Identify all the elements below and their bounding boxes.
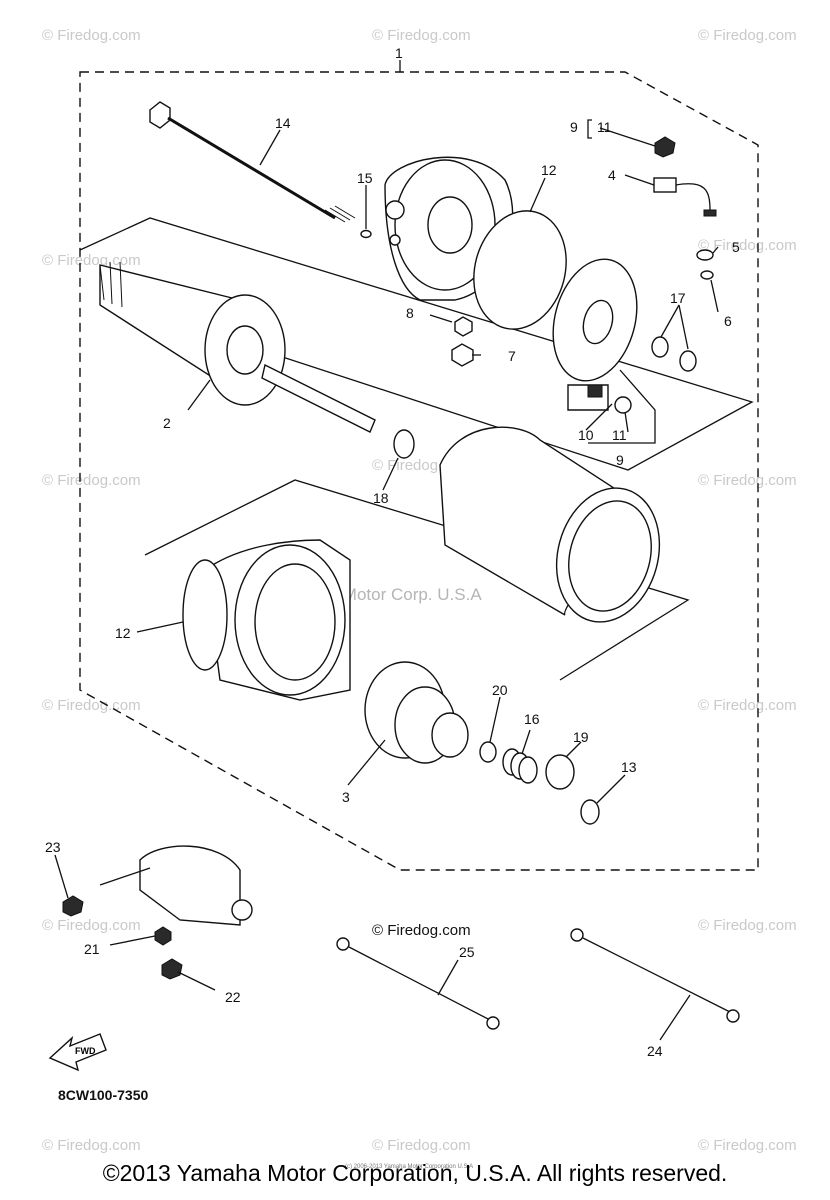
callout-12-top: 12 — [541, 162, 557, 178]
callout-9-top: 9 — [570, 119, 578, 135]
callout-4: 4 — [608, 167, 616, 183]
bracket-mark — [587, 119, 592, 139]
o-ring — [360, 229, 372, 239]
callout-3: 3 — [342, 789, 350, 805]
nut-8 — [454, 316, 473, 337]
brush-holder — [567, 384, 632, 414]
front-cover — [204, 539, 351, 701]
callout-10: 10 — [578, 427, 594, 443]
callout-18: 18 — [373, 490, 389, 506]
callout-11-top: 11 — [597, 119, 612, 135]
through-bolt — [149, 101, 356, 223]
callout-24: 24 — [647, 1043, 663, 1059]
callout-1: 1 — [395, 45, 403, 61]
watermark: © Firedog.com — [372, 27, 471, 44]
watermark: © Firedog.com — [698, 917, 797, 934]
screw-11-top — [654, 136, 676, 158]
spring-16 — [502, 748, 538, 784]
callout-13: 13 — [621, 759, 637, 775]
brush-plate — [552, 258, 638, 382]
watermark: © Firedog.com — [698, 1137, 797, 1154]
clip-13 — [580, 799, 600, 825]
bolt-22 — [161, 958, 183, 980]
callout-8: 8 — [406, 305, 414, 321]
nut-7 — [451, 343, 474, 367]
diagram-code: 8CW100-7350 — [58, 1087, 148, 1103]
callout-11-bottom: 11 — [612, 427, 627, 443]
circlip-20 — [479, 741, 497, 763]
watermark: © Firedog.com — [698, 237, 797, 254]
yoke-housing — [439, 426, 661, 623]
callout-6: 6 — [724, 313, 732, 329]
callout-2: 2 — [163, 415, 171, 431]
watermark: © Firedog.com — [42, 472, 141, 489]
collar-19 — [545, 754, 575, 790]
callout-25: 25 — [459, 944, 475, 960]
armature — [99, 261, 376, 433]
callout-7: 7 — [508, 348, 516, 364]
callout-12-lower: 12 — [115, 625, 131, 641]
cable-24 — [570, 928, 740, 1023]
leader-lines — [54, 60, 719, 1041]
watermark: © Firedog.com — [42, 697, 141, 714]
callout-labels: 1 2 3 4 5 6 7 8 9 9 10 11 11 12 12 13 14… — [45, 45, 740, 1059]
watermark: © Firedog.com — [698, 697, 797, 714]
watermark: © Firedog.com — [42, 1137, 141, 1154]
tiny-notice: (c) 2006-2013 Yamaha Motor Corporation U… — [345, 1164, 473, 1170]
callout-5: 5 — [732, 239, 740, 255]
washer-18 — [393, 429, 415, 459]
washer-17a — [651, 336, 669, 358]
fwd-arrow-icon: FWD — [48, 1033, 107, 1072]
callout-17: 17 — [670, 290, 686, 306]
callout-19: 19 — [573, 729, 589, 745]
washer-17b — [679, 350, 697, 372]
nut-21 — [154, 926, 172, 946]
upper-plane-outline — [79, 217, 754, 471]
bolt-23 — [62, 895, 84, 917]
copyright-footer: ©2013 Yamaha Motor Corporation, U.S.A. A… — [102, 1160, 728, 1186]
watermark: © Firedog.com — [42, 917, 141, 934]
callout-16: 16 — [524, 711, 540, 727]
watermark: © Firedog.com — [698, 472, 797, 489]
cable-25 — [336, 937, 500, 1030]
watermark: © Firedog.com — [372, 1137, 471, 1154]
washer-5 — [696, 249, 714, 261]
callout-23: 23 — [45, 839, 61, 855]
gasket-ring-lower — [182, 559, 228, 671]
fwd-label: FWD — [75, 1046, 96, 1056]
gasket-ring-upper — [473, 210, 567, 330]
starter-motor — [99, 845, 253, 926]
callout-20: 20 — [492, 682, 508, 698]
brush-lead — [653, 177, 717, 217]
callout-15: 15 — [357, 170, 373, 186]
clutch-gear — [364, 661, 469, 764]
mid-watermark: © Firedog.com — [372, 922, 471, 939]
o-ring-6 — [700, 270, 714, 280]
callout-21: 21 — [84, 941, 100, 957]
callout-14: 14 — [275, 115, 291, 131]
callout-22: 22 — [225, 989, 241, 1005]
watermark: © Firedog.com — [698, 27, 797, 44]
assembly-boundary — [79, 71, 759, 871]
watermark: © Firedog.com — [42, 252, 141, 269]
watermark: © Firedog.com — [42, 27, 141, 44]
callout-9-bottom: 9 — [616, 452, 624, 468]
